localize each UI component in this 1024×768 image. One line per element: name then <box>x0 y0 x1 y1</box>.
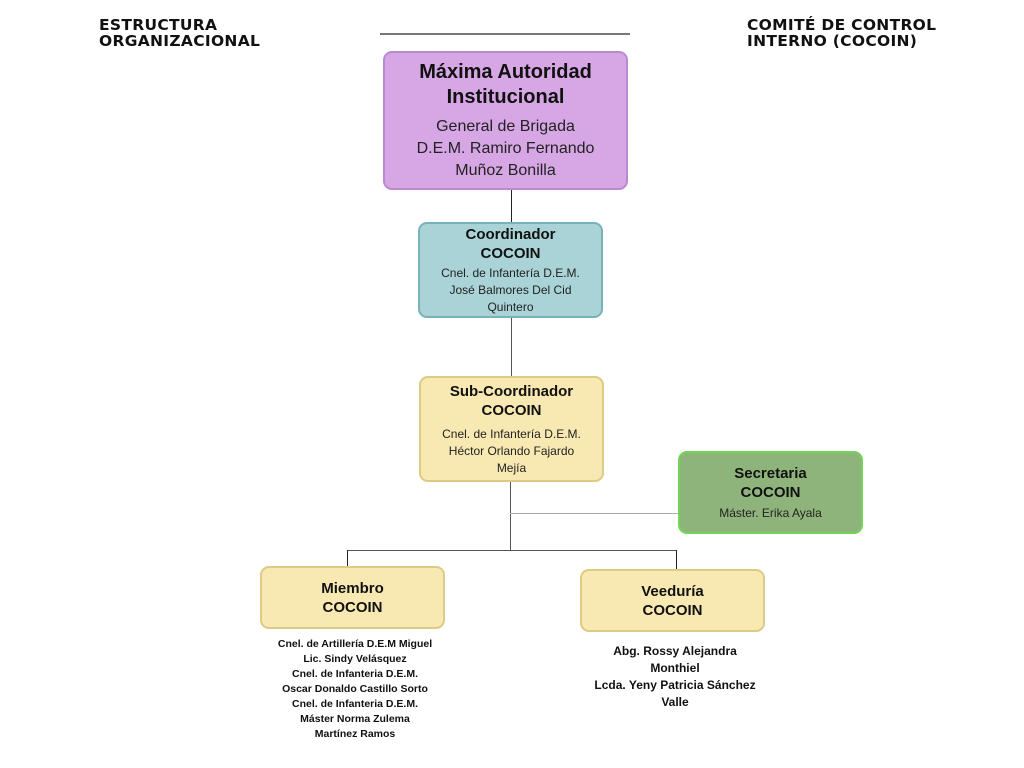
person-line: Muñoz Bonilla <box>455 161 556 179</box>
header-comite-control-interno: COMITÉ DE CONTROL INTERNO (COCOIN) <box>747 16 937 50</box>
member-name: Valle <box>661 695 689 709</box>
node-maxima-autoridad: Máxima Autoridad Institucional General d… <box>383 51 634 197</box>
member-name: Abg. Rossy Alejandra <box>613 644 737 658</box>
member-name: Máster Norma Zulema <box>300 713 410 725</box>
member-name: Martínez Ramos <box>314 728 396 740</box>
person-line: D.E.M. Ramiro Fernando <box>416 139 595 157</box>
node-person: General de Brigada D.E.M. Ramiro Fernand… <box>417 116 595 182</box>
node-title: Coordinador COCOIN <box>466 225 556 263</box>
connector-to-veeduria <box>676 550 677 569</box>
node-title: Veeduría COCOIN <box>641 582 704 620</box>
connector-coordinador-subcoordinador <box>511 318 512 376</box>
member-name: Lcda. Yeny Patricia Sánchez <box>594 678 756 692</box>
title-line: Máxima Autoridad <box>419 60 592 83</box>
title-line: Veeduría <box>641 582 704 600</box>
person-line: Quintero <box>487 299 534 314</box>
node-person: Máster. Erika Ayala <box>719 505 822 522</box>
node-subcoordinador-cocoin: Sub-Coordinador COCOIN Cnel. de Infanter… <box>419 376 610 489</box>
header-divider <box>380 33 630 35</box>
title-line: COCOIN <box>480 244 541 262</box>
person-line: Cnel. de Infantería D.E.M. <box>441 265 580 280</box>
node-coordinador-cocoin: Coordinador COCOIN Cnel. de Infantería D… <box>418 222 609 325</box>
node-title: Sub-Coordinador COCOIN <box>450 382 573 420</box>
person-line: Cnel. de Infantería D.E.M. <box>442 426 581 441</box>
connector-to-miembro <box>347 550 348 566</box>
node-title: Miembro COCOIN <box>321 579 384 617</box>
person-line: Héctor Orlando Fajardo <box>448 443 575 458</box>
connector-to-secretaria <box>510 513 678 514</box>
node-secretaria-cocoin: Secretaria COCOIN Máster. Erika Ayala <box>678 451 869 541</box>
node-person: Cnel. de Infantería D.E.M. Héctor Orland… <box>442 426 581 477</box>
node-title: Secretaria COCOIN <box>734 464 807 502</box>
person-line: Máster. Erika Ayala <box>719 505 822 520</box>
miembro-names-list: Cnel. de Artillería D.E.M Miguel Lic. Si… <box>240 637 470 742</box>
member-name: Lic. Sindy Velásquez <box>303 653 407 665</box>
connector-subcoordinador-trunk <box>510 482 511 551</box>
person-line: Mejía <box>496 460 527 475</box>
node-title: Máxima Autoridad Institucional <box>419 60 592 110</box>
member-name: Cnel. de Infanteria D.E.M. <box>291 698 419 710</box>
title-line: Miembro <box>321 579 384 597</box>
title-line: COCOIN <box>322 598 383 616</box>
connector-maxima-coordinador <box>511 190 512 222</box>
member-name: Monthiel <box>650 661 700 675</box>
node-miembro-cocoin: Miembro COCOIN <box>260 566 451 636</box>
person-line: General de Brigada <box>436 117 575 135</box>
title-line: Institucional <box>446 85 565 108</box>
node-person: Cnel. de Infantería D.E.M. José Balmores… <box>441 265 580 316</box>
node-veeduria-cocoin: Veeduría COCOIN <box>580 569 771 639</box>
title-line: Secretaria <box>734 464 807 482</box>
connector-branch-horizontal <box>347 550 677 551</box>
title-line: COCOIN <box>642 601 703 619</box>
header-estructura-organizacional: ESTRUCTURA ORGANIZACIONAL <box>99 16 261 50</box>
member-name: Cnel. de Infanteria D.E.M. <box>291 668 419 680</box>
member-name: Cnel. de Artillería D.E.M Miguel <box>277 638 433 650</box>
veeduria-names-list: Abg. Rossy Alejandra Monthiel Lcda. Yeny… <box>570 643 780 711</box>
member-name: Oscar Donaldo Castillo Sorto <box>282 683 428 695</box>
title-line: COCOIN <box>481 401 542 419</box>
person-line: José Balmores Del Cid <box>449 282 572 297</box>
title-line: Sub-Coordinador <box>449 382 574 400</box>
title-line: Coordinador <box>465 225 556 243</box>
title-line: COCOIN <box>740 483 801 501</box>
